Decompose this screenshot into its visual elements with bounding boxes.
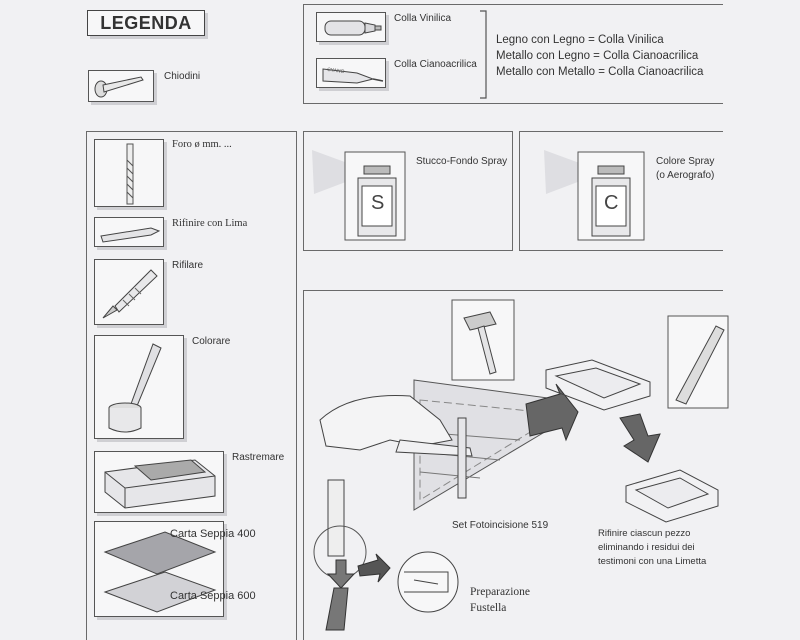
brush-pot-icon <box>108 343 162 433</box>
color-spray-label-1: Colore Spray <box>656 156 715 167</box>
file-label: Rifinire con Lima <box>172 218 248 229</box>
color-spray-panel <box>519 131 723 251</box>
paint-picture <box>94 335 184 439</box>
nails-label: Chiodini <box>164 71 201 82</box>
trim-label: Rifilare <box>172 260 204 271</box>
legend-title-box: LEGENDA <box>87 10 205 36</box>
nails-picture <box>88 70 154 102</box>
glue-panel <box>303 4 723 104</box>
finish-note-2: eliminando i residui dei <box>598 542 695 553</box>
glue-rule-2: Metallo con Legno = Colla Cianoacrilica <box>496 50 699 62</box>
trim-picture <box>94 259 164 325</box>
cyano-glue-picture: CYANO <box>316 58 386 88</box>
primer-spray-panel <box>303 131 513 251</box>
glue-bottle-icon <box>324 20 382 36</box>
sanding-block-icon <box>104 459 216 509</box>
vinyl-glue-label: Colla Vinilica <box>394 13 452 24</box>
sandpaper-picture <box>94 521 224 617</box>
tools-panel <box>86 131 297 640</box>
color-spray-label-2: (o Aerografo) <box>656 170 715 181</box>
paper600-label: Carta Seppia 600 <box>170 590 256 602</box>
etch-set-label: Set Fotoincisione 519 <box>452 520 549 531</box>
paper400-label: Carta Seppia 400 <box>170 528 256 540</box>
nail-icon <box>94 76 144 98</box>
file-tool-icon <box>100 227 161 243</box>
hobby-knife-icon <box>102 269 158 319</box>
finish-note-1: Rifinire ciascun pezzo <box>598 528 691 539</box>
sandpaper-icon <box>103 531 217 613</box>
assembly-panel <box>303 290 723 640</box>
primer-letter: S <box>371 192 385 214</box>
cyano-glue-label: Colla Cianoacrilica <box>394 59 477 70</box>
glue-rule-1: Legno con Legno = Colla Vinilica <box>496 34 664 46</box>
vinyl-glue-picture <box>316 12 386 42</box>
primer-spray-label: Stucco-Fondo Spray <box>416 156 508 167</box>
drill-bit-icon <box>126 143 134 205</box>
legend-title: LEGENDA <box>100 13 192 33</box>
color-letter: C <box>604 192 619 214</box>
drill-picture <box>94 139 164 207</box>
taper-label: Rastremare <box>232 452 285 463</box>
file-picture <box>94 217 164 247</box>
paint-label: Colorare <box>192 336 231 347</box>
punch-label-1: Preparazione <box>470 586 531 598</box>
hole-label: Foro ø mm. ... <box>172 139 232 150</box>
glue-tube-icon <box>322 68 384 84</box>
finish-note-3: testimoni con una Limetta <box>598 556 707 567</box>
glue-rule-3: Metallo con Metallo = Colla Cianoacrilic… <box>496 66 704 78</box>
taper-picture <box>94 451 224 513</box>
punch-label-2: Fustella <box>470 602 507 614</box>
